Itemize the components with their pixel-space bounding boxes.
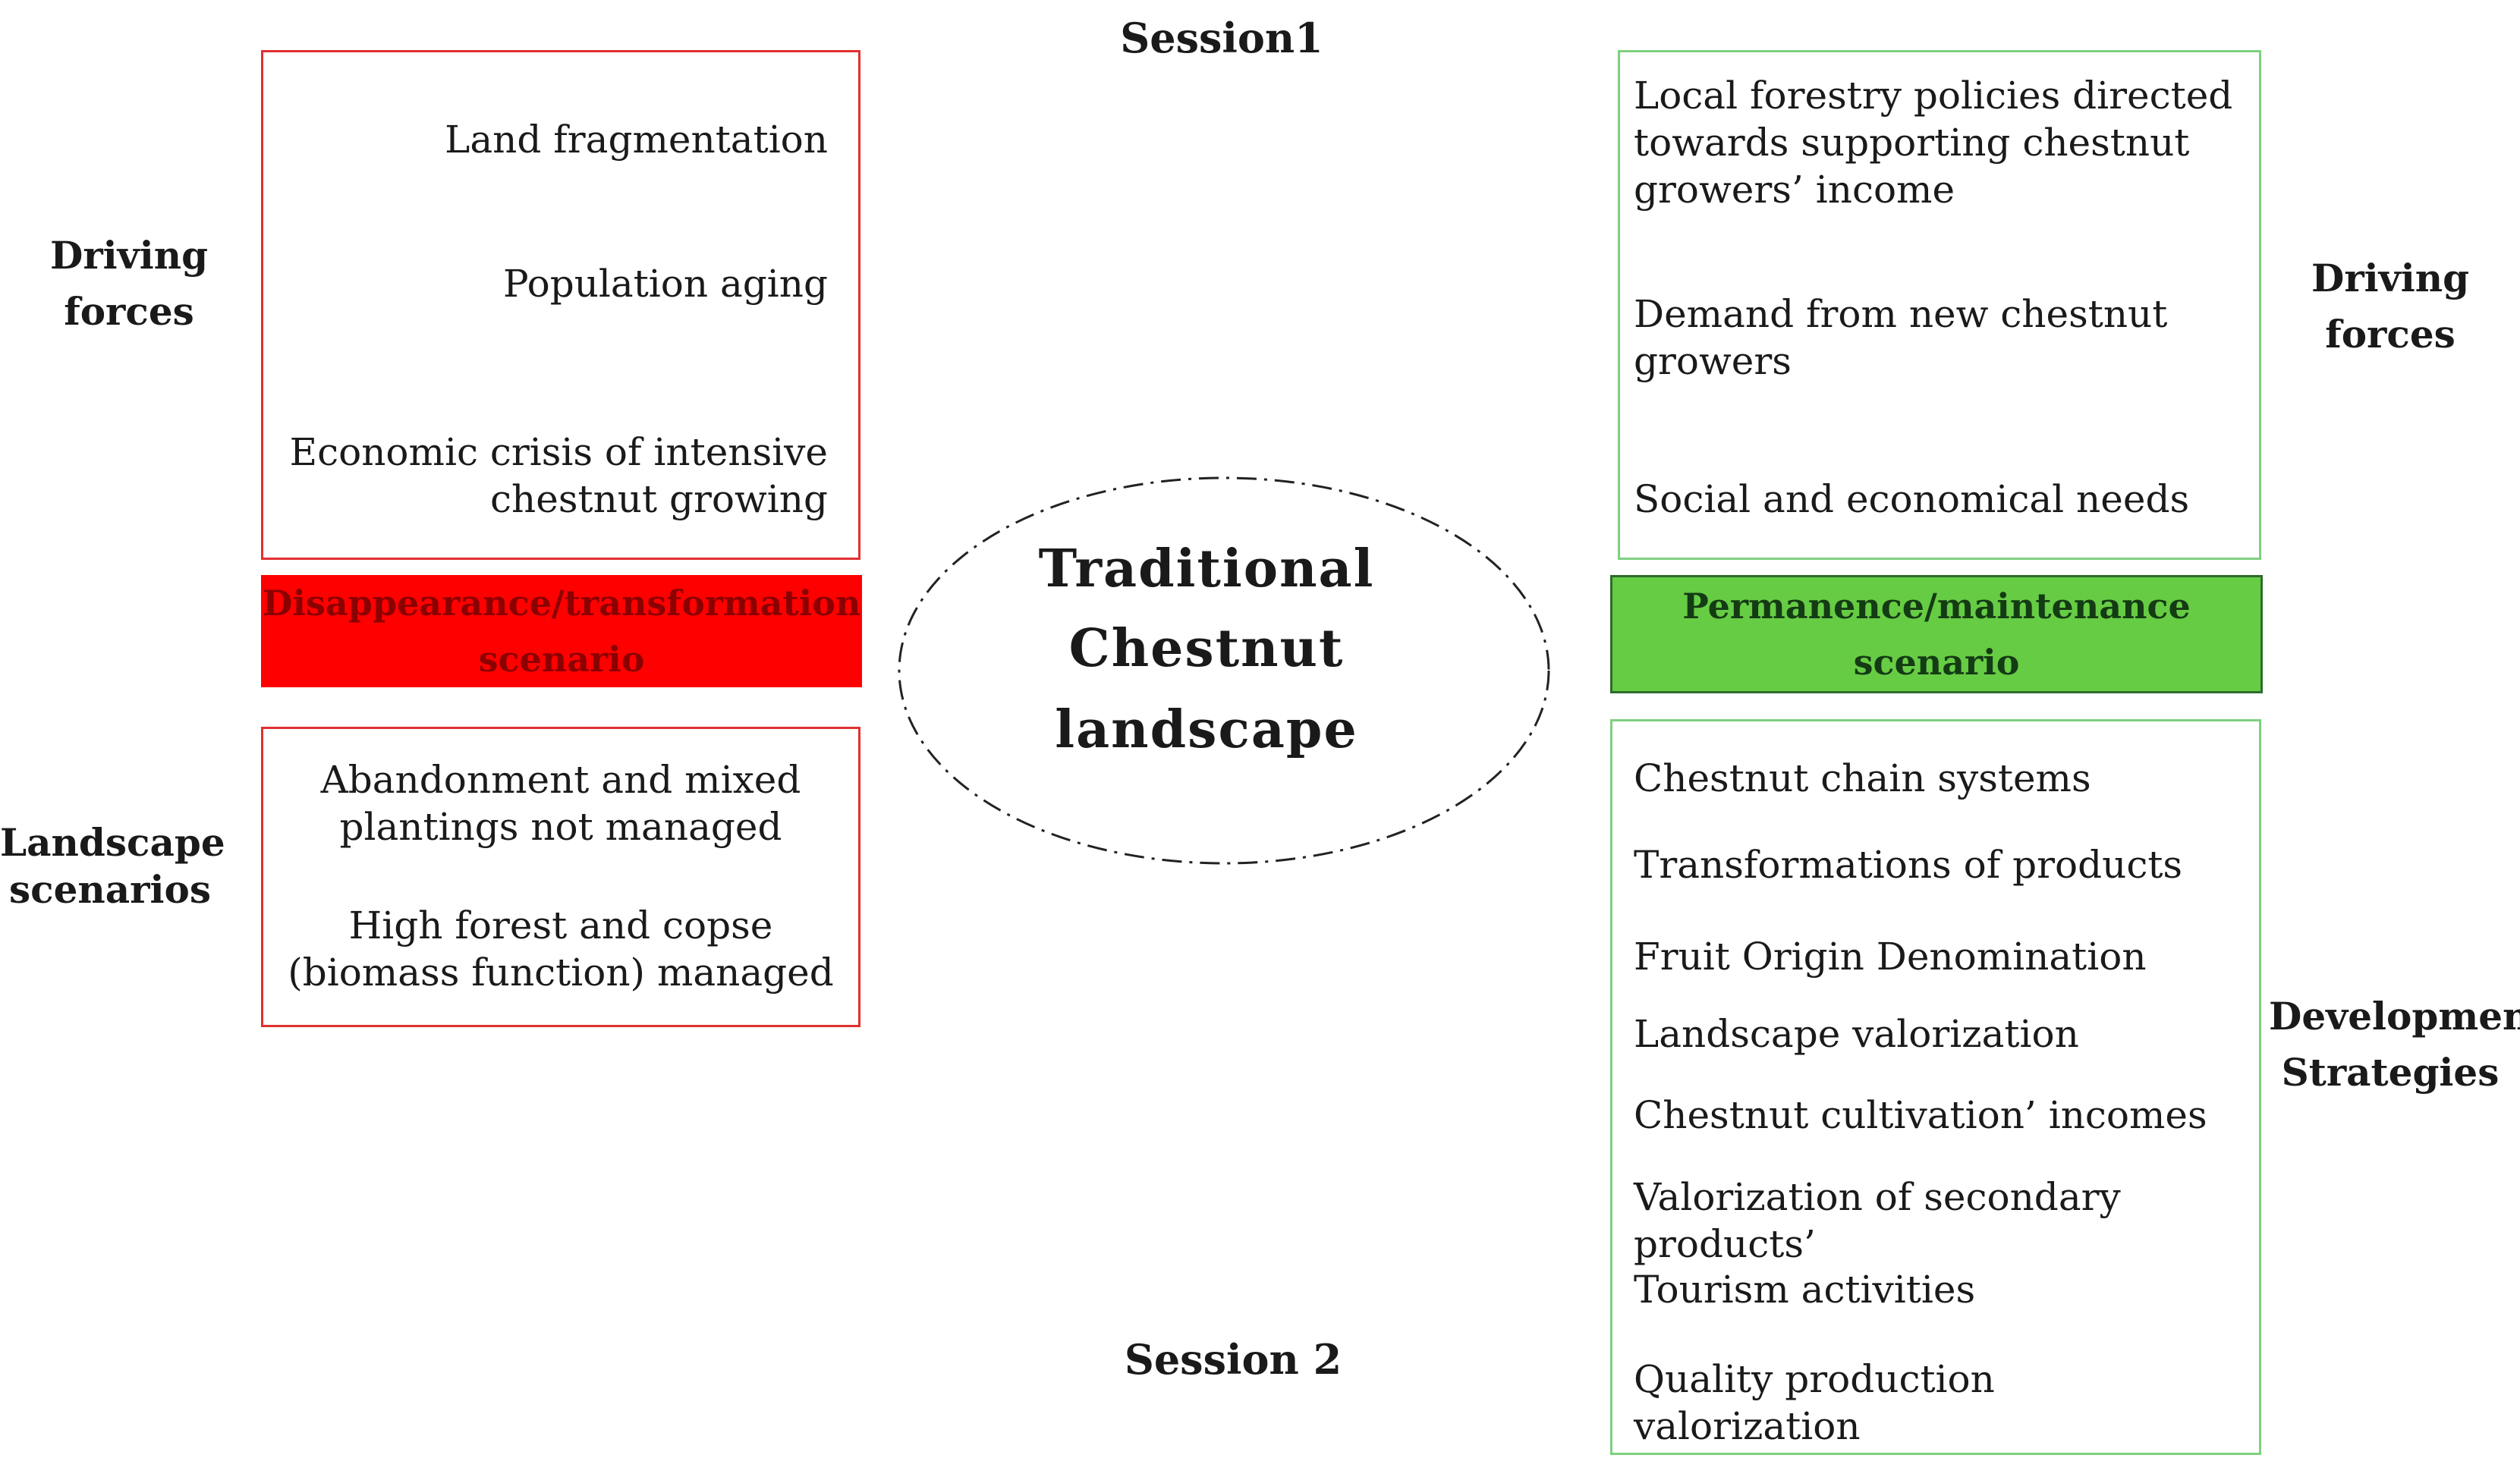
strategy-item-tourism: Tourism activities (1634, 1268, 1976, 1312)
scenario-item-high-forest: High forest and copse (biomass function)… (288, 903, 834, 995)
strategy-item-quality-production: Quality production valorization (1634, 1357, 1995, 1448)
strategy-item-chain-systems: Chestnut chain systems (1634, 756, 2091, 800)
development-strategies-box: Chestnut chain systems Transformations o… (1610, 719, 2261, 1455)
strategy-item-transformations: Transformations of products (1634, 843, 2183, 887)
driving-item-land-fragmentation: Land fragmentation (445, 118, 828, 162)
driving-item-forestry-policies: Local forestry policies directed towards… (1634, 74, 2233, 212)
left-landscape-scenarios-label: Landscape scenarios (0, 820, 225, 912)
left-driving-forces-label: Driving forces (49, 233, 209, 334)
development-strategies-label: Development Strategies (2269, 994, 2520, 1095)
right-driving-forces-label: Driving forces (2311, 256, 2470, 357)
driving-item-social-needs: Social and economical needs (1634, 477, 2190, 521)
center-title-line3: landscape (1055, 699, 1358, 760)
strategy-item-landscape-valorization: Landscape valorization (1634, 1012, 2079, 1056)
left-landscape-scenarios-box: Abandonment and mixed plantings not mana… (261, 727, 860, 1027)
disappearance-scenario-banner: Disappearance/transformation scenario (261, 575, 862, 687)
scenario-item-abandonment: Abandonment and mixed plantings not mana… (320, 758, 801, 849)
permanence-scenario-banner: Permanence/maintenance scenario (1610, 575, 2263, 693)
session1-title: Session1 (1120, 14, 1323, 62)
strategy-item-secondary-products: Valorization of secondary products’ (1634, 1175, 2121, 1266)
center-title-line1: Traditional (1038, 539, 1375, 599)
strategy-item-origin-denomination: Fruit Origin Denomination (1634, 935, 2147, 979)
session2-title: Session 2 (1124, 1335, 1342, 1384)
driving-item-economic-crisis: Economic crisis of intensive chestnut gr… (289, 430, 828, 521)
strategy-item-cultivation-incomes: Chestnut cultivation’ incomes (1634, 1093, 2207, 1137)
right-driving-forces-box: Local forestry policies directed towards… (1618, 50, 2261, 560)
center-dashed-ellipse (898, 476, 1550, 865)
driving-item-new-growers: Demand from new chestnut growers (1634, 292, 2168, 383)
left-driving-forces-box: Land fragmentation Population aging Econ… (261, 50, 860, 560)
center-title-line2: Chestnut (1068, 618, 1345, 679)
driving-item-population-aging: Population aging (502, 262, 828, 306)
